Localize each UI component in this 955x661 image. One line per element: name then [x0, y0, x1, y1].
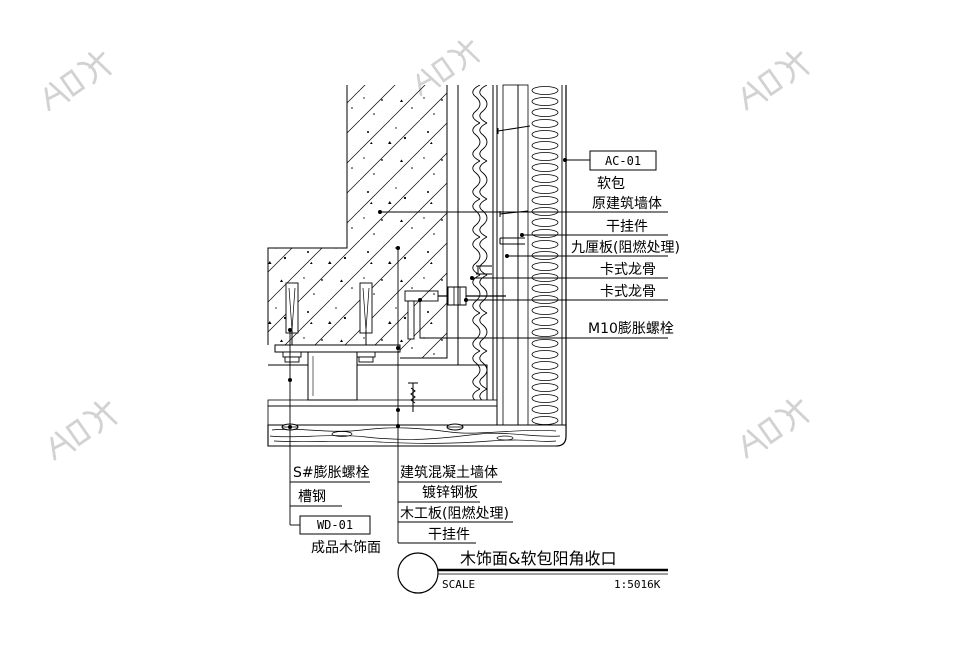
- callouts-right: AC-01 软包 原建筑墙体 干挂件 九厘板(阻燃处理) 卡式龙骨 卡式龙骨 M…: [378, 150, 680, 339]
- label-blockboard: 木工板(阻燃处理): [400, 505, 509, 522]
- wood-finish-tag-box: [299, 515, 371, 535]
- leader-dot: [520, 233, 524, 237]
- bolt-nut: [284, 356, 300, 363]
- label-channel-steel: 槽钢: [298, 489, 326, 505]
- concrete-wall: [267, 85, 448, 359]
- blockboard-layer: [267, 382, 498, 426]
- scale-label: SCALE: [442, 578, 475, 591]
- hanger-bracket: [407, 300, 415, 340]
- wood-veneer-finish: [267, 423, 567, 447]
- watermark-logo: [732, 393, 815, 464]
- leader-dot: [288, 378, 292, 382]
- backing-strip: [517, 84, 529, 426]
- leader-dot: [378, 210, 382, 214]
- label-card-keel-upper: 卡式龙骨: [600, 262, 656, 278]
- concrete-wall-fill: [268, 85, 447, 358]
- leader-dot: [470, 276, 474, 280]
- label-galvanized-plate: 镀锌钢板: [422, 484, 478, 501]
- label-concrete-wall: 建筑混凝土墙体: [400, 465, 498, 481]
- keel-clip: [476, 265, 492, 275]
- leader-dot: [288, 425, 292, 429]
- soft-pack-layer: [528, 85, 562, 425]
- expansion-anchors: [285, 282, 373, 352]
- callouts-bottom-left: S#膨胀螺栓 槽钢 WD-01 成品木饰面: [288, 328, 381, 556]
- leader-dot: [396, 408, 400, 412]
- leader-dot: [563, 158, 567, 162]
- leader-dot: [396, 424, 400, 428]
- label-m10-expansion-bolt: M10膨胀螺栓: [588, 320, 674, 337]
- label-soft-pack: 软包: [597, 176, 625, 192]
- leader-dot: [464, 298, 468, 302]
- concrete-wall-edge: [267, 85, 348, 345]
- bolt-nut: [356, 351, 376, 358]
- soft-pack-tag: AC-01: [605, 154, 641, 168]
- bolt-nut: [358, 356, 374, 363]
- bolt-nut: [447, 286, 467, 306]
- label-dry-hanger-bottom: 干挂件: [428, 527, 470, 543]
- leader-dot: [288, 328, 292, 332]
- watermark-logo: [40, 395, 123, 466]
- leader-dot: [396, 346, 400, 350]
- blockboard: [267, 405, 498, 426]
- leader-dot: [396, 246, 400, 250]
- label-finished-wood-veneer: 成品木饰面: [311, 540, 381, 556]
- wood-finish-tag: WD-01: [317, 518, 353, 532]
- wall-finish-layers: [457, 84, 567, 447]
- concrete-wall-face: [400, 85, 448, 359]
- watermark-logo: [34, 45, 117, 116]
- layer-screw: [497, 125, 531, 134]
- channel-steel: [307, 351, 358, 401]
- scale-value: 1:5016K: [614, 578, 661, 591]
- label-card-keel-lower: 卡式龙骨: [600, 284, 656, 300]
- nine-mm-board: [502, 84, 519, 426]
- leader-dot: [418, 298, 422, 302]
- card-keel-profile: [467, 85, 493, 400]
- label-original-wall: 原建筑墙体: [592, 196, 662, 212]
- layer-bracket: [499, 237, 525, 245]
- watermark-logo: [732, 45, 815, 116]
- thin-board-strip: [267, 399, 498, 407]
- substructure-lines: [268, 364, 488, 400]
- label-nine-mm-board: 九厘板(阻燃处理): [571, 239, 680, 256]
- label-expansion-bolt: S#膨胀螺栓: [293, 464, 370, 481]
- bolt-nut: [282, 351, 302, 358]
- soft-pack-tag-box: [589, 150, 657, 171]
- detail-index-circle: [397, 552, 439, 594]
- callouts-bottom-middle: 建筑混凝土墙体 镀锌钢板 木工板(阻燃处理) 干挂件: [396, 246, 513, 544]
- label-dry-hanger: 干挂件: [606, 219, 648, 235]
- title-block: 木饰面&软包阳角收口 SCALE 1:5016K: [397, 549, 668, 594]
- drawing-title: 木饰面&软包阳角收口: [460, 549, 616, 568]
- fixing-screw: [408, 382, 418, 412]
- leader-dot: [505, 254, 509, 258]
